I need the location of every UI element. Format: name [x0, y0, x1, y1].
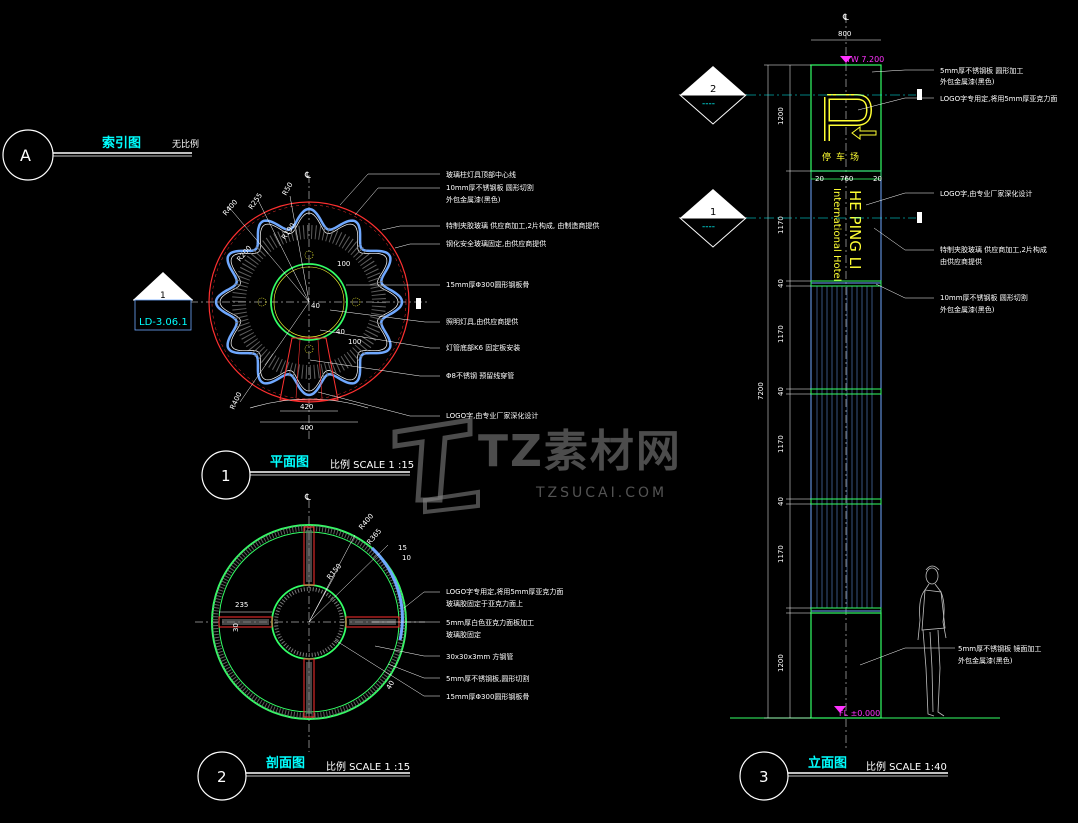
plan-note-4: 特制夹胶玻璃 供应商加工,2片构成, 由制造商提供 — [446, 221, 599, 230]
elevation-dim-8: 1170 — [777, 545, 785, 563]
index-header: A 索引图 无比例 — [2, 129, 199, 181]
plan-view: ℄ R50 R255 R400 R190 R200 R400 100 40 4 — [133, 170, 599, 500]
elevation-mark-2-num: 2 — [710, 84, 716, 95]
plan-scale: 比例 SCALE 1 :15 — [330, 458, 414, 471]
section-number: 2 — [217, 768, 227, 786]
elevation-dim-1: 1200 — [777, 107, 785, 125]
watermark-brand: TZ素材网 — [478, 426, 682, 477]
plan-centerline-mark: ℄ — [304, 171, 311, 181]
section-centerline-mark: ℄ — [304, 493, 311, 503]
watermark-url: TZSUCAI.COM — [535, 485, 667, 501]
section-note-6: 5mm厚不锈钢板,圆形切割 — [446, 674, 529, 683]
watermark: TZ素材网 TZSUCAI.COM — [392, 417, 682, 515]
elevation-note-9: 5mm厚不锈钢板 镜面加工 — [958, 644, 1041, 653]
elevation-inner-dim-2: 760 — [840, 175, 853, 183]
elevation-mark-1-ref: ---- — [702, 222, 715, 232]
plan-note-10: LOGO字,由专业厂家深化设计 — [446, 411, 538, 420]
elevation-dim-4: 1170 — [777, 325, 785, 343]
index-title: 索引图 — [102, 135, 141, 151]
elevation-note-8: 外包金属漆(黑色) — [940, 305, 995, 314]
plan-dim-1: 100 — [337, 260, 350, 268]
plan-radius-4: R190 — [280, 222, 297, 242]
section-dim-5: 30 — [232, 623, 240, 632]
elevation-top-level: TW 7.200 — [845, 55, 884, 64]
section-view: ℄ R400 R365 R150 235 30 15 10 40 — [195, 493, 563, 801]
section-note-7: 15mm厚Φ300圆形钢板骨 — [446, 692, 529, 701]
elevation-note-1: 5mm厚不锈钢板 圆形加工 — [940, 66, 1023, 75]
elevation-note-2: 外包金属漆(黑色) — [940, 77, 995, 86]
section-dim-6: 15 — [398, 544, 407, 552]
plan-number: 1 — [221, 467, 231, 485]
elevation-scale: 比例 SCALE 1:40 — [866, 760, 947, 773]
plan-note-9: Φ8不锈钢 预留线穿管 — [446, 371, 514, 380]
section-dim-7: 10 — [402, 554, 411, 562]
human-figure — [917, 565, 947, 717]
elevation-dim-3: 40 — [777, 279, 785, 288]
elevation-sign-text: 停车场 — [822, 151, 864, 163]
elevation-top-width: 800 — [838, 30, 851, 38]
plan-title: 平面图 — [270, 455, 309, 470]
plan-note-8: 灯管底部K6 固定板安装 — [446, 343, 520, 352]
section-dim-3: R150 — [325, 562, 343, 581]
section-dim-8: 40 — [385, 679, 396, 691]
elevation-note-10: 外包金属漆(黑色) — [958, 656, 1013, 665]
plan-note-1: 玻璃柱灯具顶部中心线 — [446, 170, 516, 179]
section-dim-1: R400 — [357, 512, 375, 531]
plan-radius-6: R400 — [229, 391, 244, 411]
plan-radius-3: R400 — [221, 198, 239, 217]
plan-section-mark: 1 LD-3.06.1 — [133, 272, 421, 331]
plan-note-7: 照明灯具,由供应商提供 — [446, 317, 518, 326]
section-scale: 比例 SCALE 1 :15 — [326, 760, 410, 773]
elevation-note-7: 10mm厚不锈钢板 圆形切割 — [940, 293, 1028, 302]
elevation-dim-9: 1200 — [777, 654, 785, 672]
elevation-centerline-mark: ℄ — [842, 13, 849, 23]
index-note: 无比例 — [172, 138, 199, 150]
elevation-vertical-text-2: International Hotel — [831, 188, 842, 282]
elevation-mark-1: 1 ---- — [678, 189, 922, 248]
elevation-dim-7: 40 — [777, 497, 785, 506]
section-note-2: 玻璃胶固定于亚克力面上 — [446, 599, 523, 608]
plan-section-num: 1 — [160, 291, 166, 301]
elevation-mark-1-num: 1 — [710, 207, 716, 218]
elevation-vertical-text-1: HE PING LI — [846, 190, 864, 269]
elevation-dim-2: 1170 — [777, 216, 785, 234]
elevation-note-6: 由供应商提供 — [940, 257, 982, 266]
plan-section-ref: LD-3.06.1 — [139, 317, 188, 328]
plan-radius-2: R255 — [247, 192, 264, 212]
section-note-4: 玻璃胶固定 — [446, 630, 481, 639]
elevation-bottom-level: FL ±0.000 — [839, 709, 880, 718]
elevation-note-4: LOGO字,由专业厂家深化设计 — [940, 189, 1032, 198]
elevation-inner-dim-3: 20 — [873, 175, 882, 183]
section-note-5: 30x30x3mm 方钢管 — [446, 652, 513, 661]
plan-note-2: 10mm厚不锈钢板 圆形切割 — [446, 183, 534, 192]
plan-dim-3: 40 — [336, 328, 345, 336]
elevation-number: 3 — [759, 768, 769, 786]
elevation-inner-dim-1: 20 — [815, 175, 824, 183]
elevation-mark-2-ref: ---- — [702, 99, 715, 109]
plan-note-3: 外包金属漆(黑色) — [446, 195, 501, 204]
elevation-overall: 7200 — [757, 382, 765, 400]
section-note-1: LOGO字专用定,将用5mm厚亚克力面 — [446, 587, 563, 596]
plan-bottom-dim-1: 420 — [300, 403, 313, 411]
plan-radius-1: R50 — [281, 181, 295, 197]
elevation-view: ℄ 800 TW 7.200 停车场 20 760 20 HE PING LI … — [678, 13, 1057, 801]
elevation-dim-6: 1170 — [777, 435, 785, 453]
plan-dim-4: 100 — [348, 338, 361, 346]
index-bubble: A — [20, 146, 31, 165]
section-title: 剖面图 — [266, 755, 305, 771]
elevation-note-3: LOGO字专用定,将用5mm厚亚克力面 — [940, 94, 1057, 103]
plan-bottom-dim-2: 400 — [300, 424, 313, 432]
section-dim-2: R365 — [365, 527, 383, 546]
elevation-dim-5: 40 — [777, 387, 785, 396]
plan-dim-2: 40 — [311, 302, 320, 310]
elevation-title: 立面图 — [808, 755, 847, 771]
elevation-note-5: 特制夹胶玻璃 供应商加工,2片构成 — [940, 245, 1047, 254]
elevation-mark-2: 2 ---- — [678, 66, 922, 125]
plan-note-5: 钢化安全玻璃固定,由供应商提供 — [446, 239, 546, 248]
section-note-3: 5mm厚白色亚克力面板加工 — [446, 618, 534, 627]
section-dim-4: 235 — [235, 601, 248, 609]
plan-note-6: 15mm厚Φ300圆形钢板骨 — [446, 280, 529, 289]
